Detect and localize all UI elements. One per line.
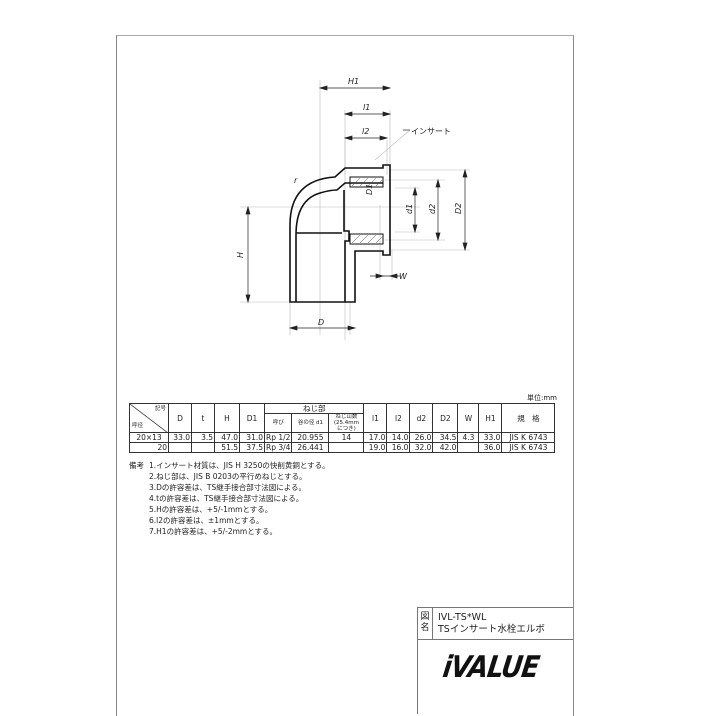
- label-r: r: [294, 176, 298, 185]
- drawing-name-label: 図 名: [418, 608, 433, 639]
- notes: 備考 1.インサート材質は、JIS H 3250の快削黄銅とする。 2.ねじ部は…: [129, 460, 330, 537]
- label-l1: l1: [363, 103, 370, 112]
- note-item: 5.Hの許容差は、+5/-1mmとする。: [149, 505, 273, 514]
- header-corner: 記号 呼径: [129, 403, 169, 433]
- title-block: 図 名 IVL-TS*WL TSインサート水栓エルボ iVALUE: [417, 607, 573, 714]
- col-H: H: [214, 403, 240, 433]
- label-D2: D2: [454, 203, 463, 214]
- label-d2: d2: [428, 204, 437, 214]
- col-thread-group: ねじ部: [263, 403, 365, 414]
- col-D2: D2: [432, 403, 459, 433]
- label-W: W: [399, 272, 408, 281]
- col-standard: 規 格: [501, 403, 556, 433]
- note-item: 6.l2の許容差は、±1mmとする。: [149, 516, 264, 525]
- notes-label: 備考: [129, 461, 144, 470]
- col-W: W: [457, 403, 480, 433]
- table-row: 20 51.5 37.5 Rp 3/4 26.441 19.0 16.0 32.…: [129, 442, 556, 453]
- col-root-diameter: 谷の径 d1: [291, 413, 330, 433]
- col-thread-count: ねじ山数 (25.4mm につき): [328, 413, 365, 433]
- note-item: 7.H1の許容差は、+5/-2mmとする。: [149, 527, 278, 536]
- note-item: 2.ねじ部は、JIS B 0203の平行めねじとする。: [149, 472, 307, 481]
- col-nominal: 呼び: [263, 413, 293, 433]
- note-item: 1.インサート材質は、JIS H 3250の快削黄銅とする。: [149, 461, 330, 470]
- col-d2: d2: [409, 403, 434, 433]
- drawing-name: TSインサート水栓エルボ: [438, 624, 545, 635]
- note-item: 4.tの許容差は、TS継手接合部寸法図による。: [149, 494, 304, 503]
- label-H1: H1: [348, 77, 359, 86]
- drawing-code: IVL-TS*WL: [438, 612, 487, 623]
- ivalue-logo: iVALUE: [440, 650, 541, 686]
- label-D: D: [318, 318, 324, 327]
- note-item: 3.Dの許容差は、TS継手接合部寸法図による。: [149, 483, 307, 492]
- label-insert: インサート: [411, 127, 451, 136]
- label-H: H: [236, 252, 245, 258]
- col-l1: l1: [363, 403, 388, 433]
- col-l2: l2: [386, 403, 411, 433]
- dimension-table: 記号 呼径 D t H D1 ねじ部 l1 l2 d2 D2 W H1 規 格 …: [129, 403, 556, 453]
- label-l2: l2: [362, 127, 369, 136]
- col-D1: D1: [239, 403, 265, 433]
- table-row: 20×13 33.0 3.5 47.0 31.0 Rp 1/2 20.955 1…: [129, 432, 556, 443]
- unit-label: 単位:mm: [527, 394, 557, 402]
- label-d1: d1: [405, 204, 414, 214]
- label-D1: D1: [365, 184, 374, 195]
- col-H1: H1: [478, 403, 503, 433]
- drawing-frame: [116, 35, 574, 716]
- col-D: D: [168, 403, 192, 433]
- col-t: t: [191, 403, 215, 433]
